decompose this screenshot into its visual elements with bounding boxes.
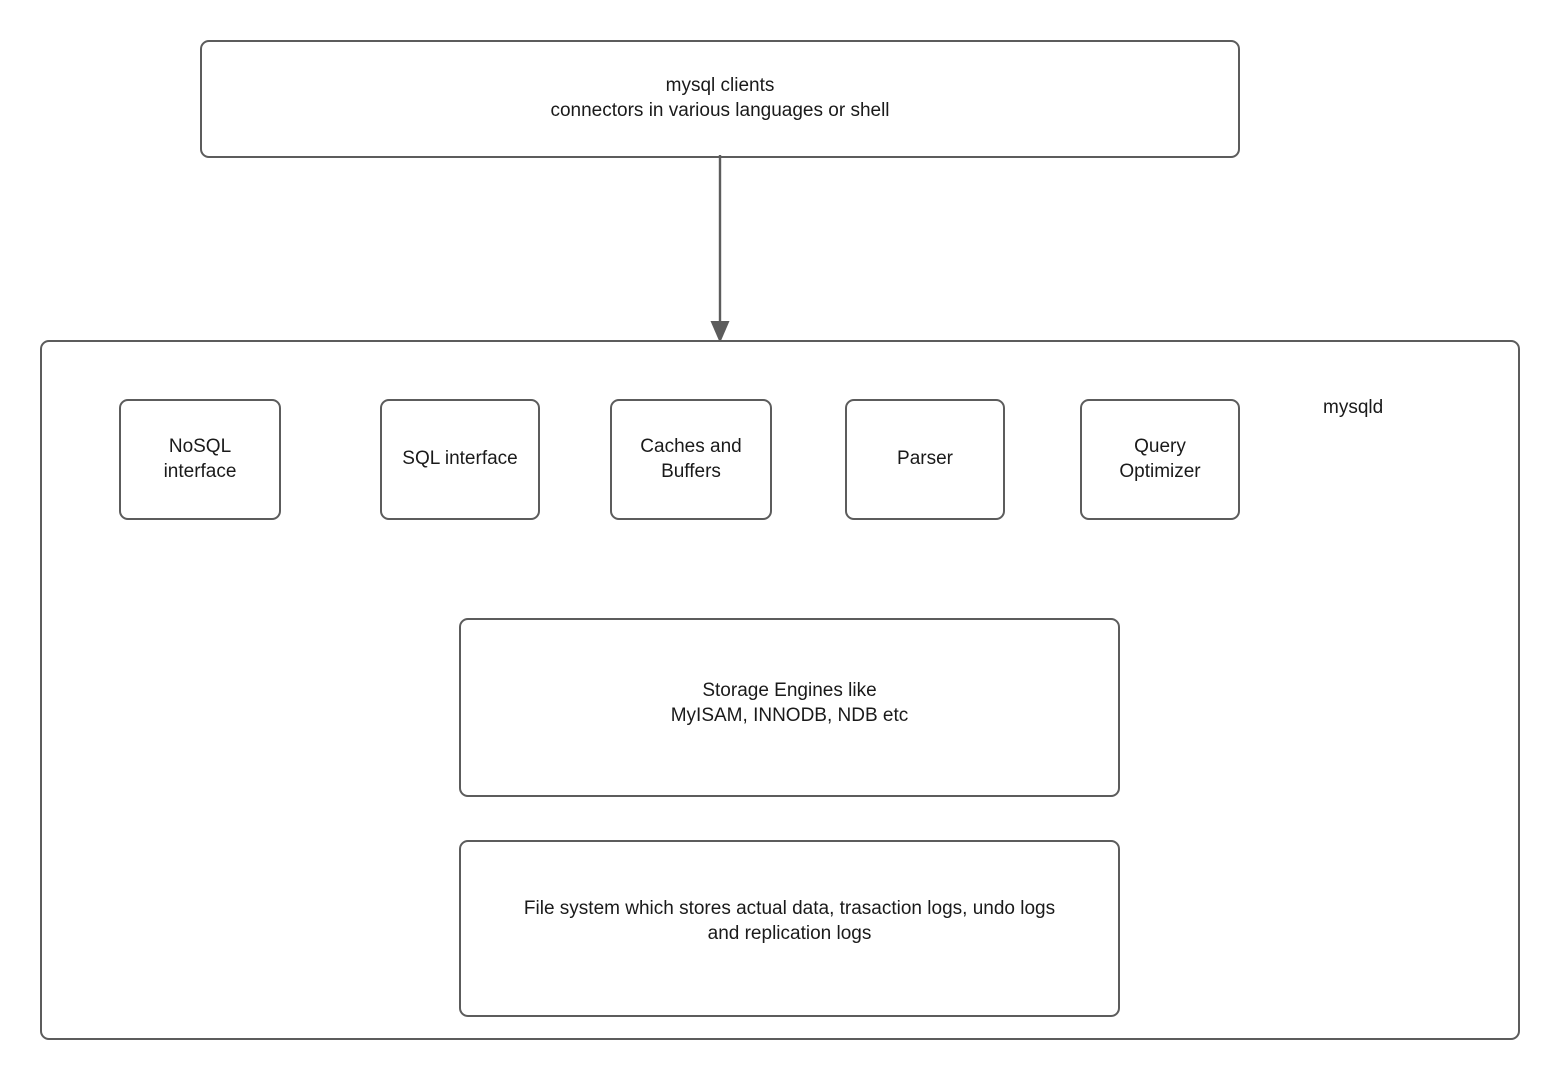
node-sql-interface[interactable]: SQL interface <box>380 399 540 520</box>
node-file-system[interactable]: File system which stores actual data, tr… <box>459 840 1120 1017</box>
node-parser-label: Parser <box>897 448 953 470</box>
node-caches-and-buffers[interactable]: Caches and Buffers <box>610 399 772 520</box>
node-caches-and-buffers-label: Caches and Buffers <box>640 435 742 482</box>
mysql-clients-box[interactable]: mysql clients connectors in various lang… <box>200 40 1240 158</box>
arrow-clients-to-mysqld-icon <box>710 155 730 343</box>
node-storage-engines-label: Storage Engines like MyISAM, INNODB, NDB… <box>670 680 909 726</box>
node-nosql-interface-label: NoSQL interface <box>163 435 237 482</box>
node-parser[interactable]: Parser <box>845 399 1005 520</box>
mysqld-label: mysqld <box>1323 397 1384 418</box>
node-query-optimizer-label: Query Optimizer <box>1119 435 1201 482</box>
mysql-clients-label: mysql clients connectors in various lang… <box>550 75 890 121</box>
node-nosql-interface[interactable]: NoSQL interface <box>119 399 281 520</box>
node-file-system-label: File system which stores actual data, tr… <box>523 898 1056 944</box>
node-storage-engines[interactable]: Storage Engines like MyISAM, INNODB, NDB… <box>459 618 1120 797</box>
node-query-optimizer[interactable]: Query Optimizer <box>1080 399 1240 520</box>
node-sql-interface-label: SQL interface <box>402 448 518 470</box>
